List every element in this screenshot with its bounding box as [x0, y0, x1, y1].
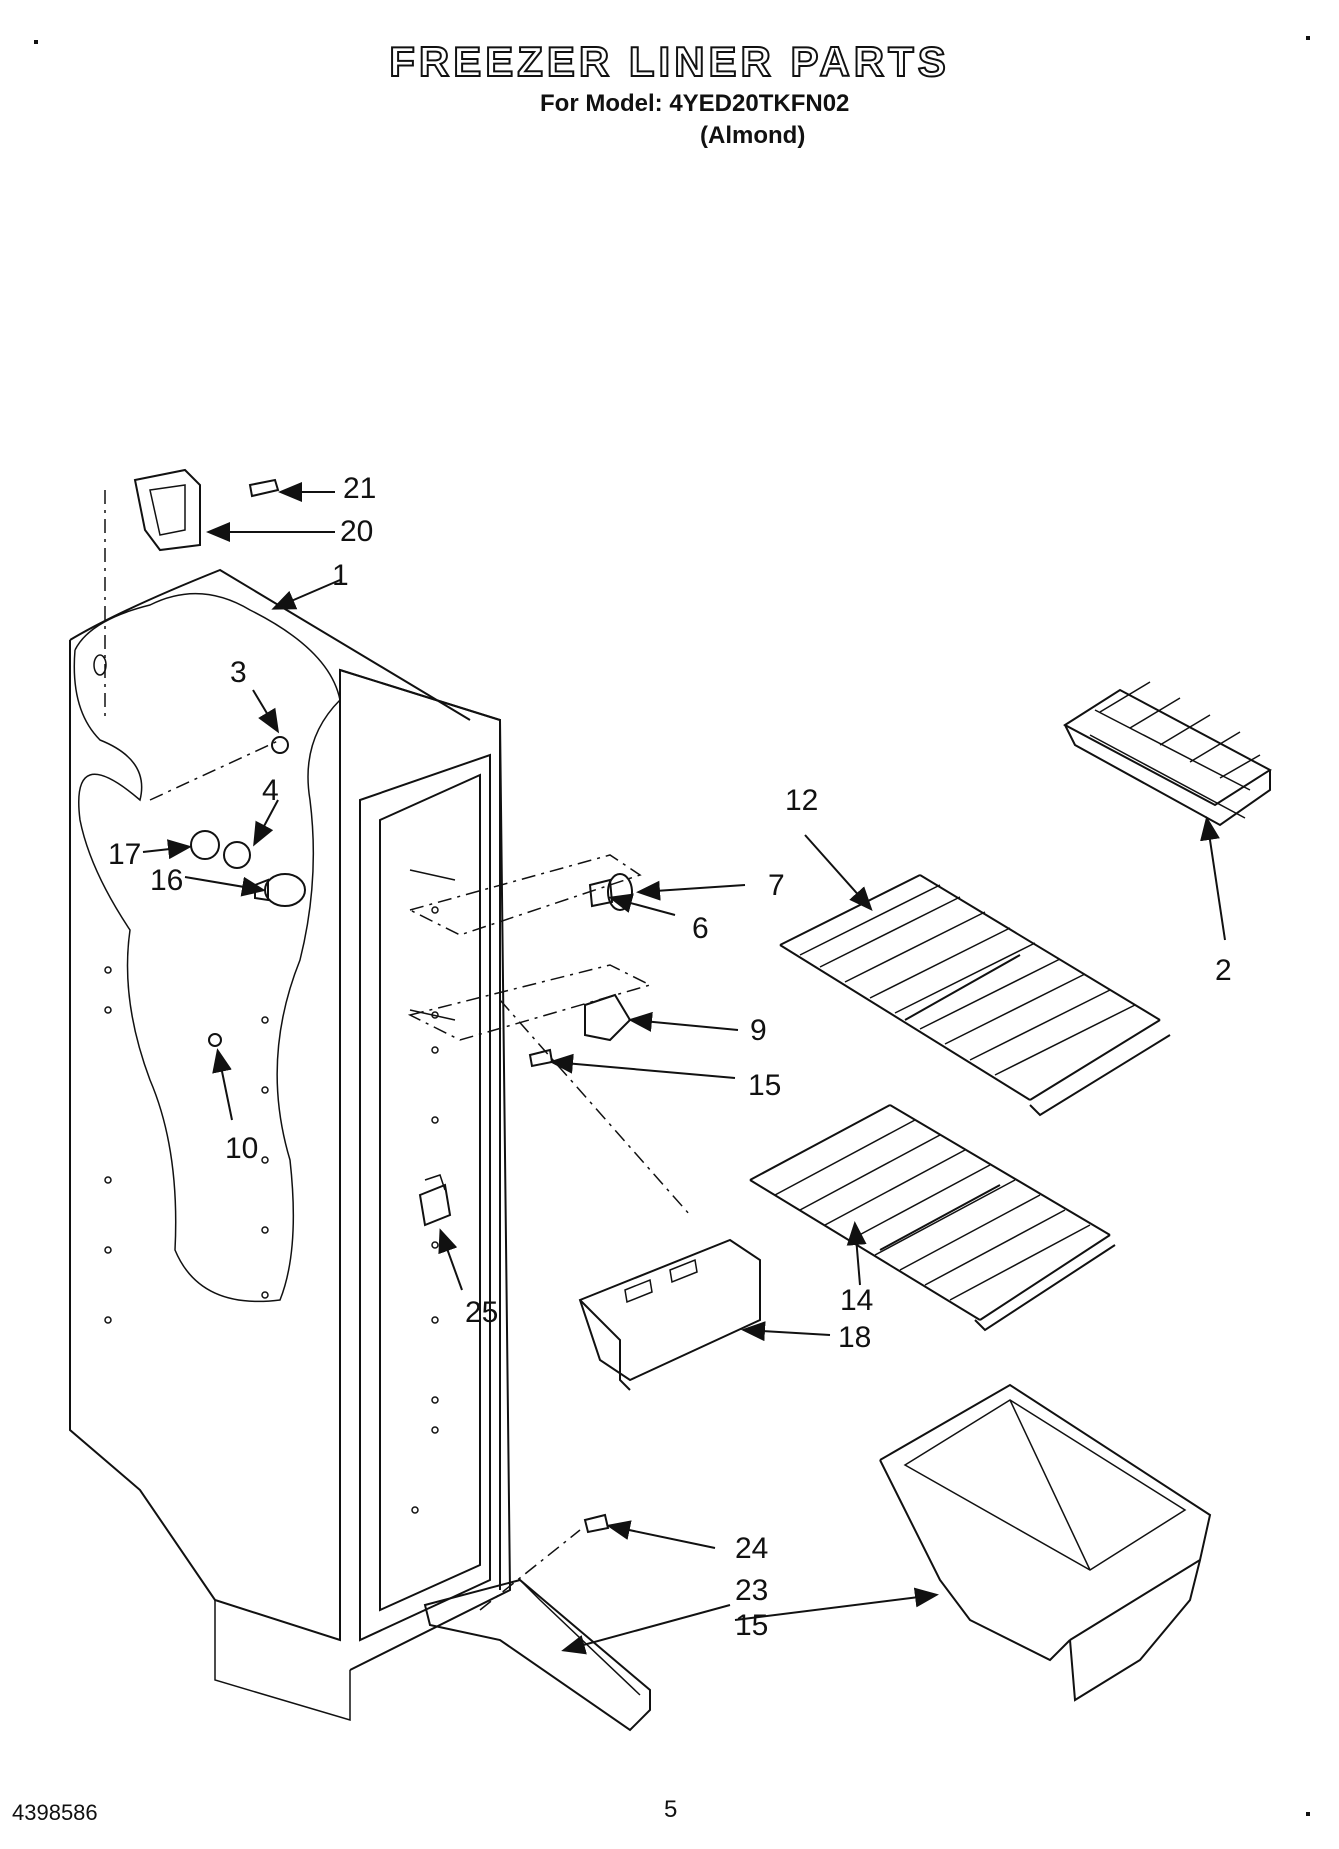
model-line: For Model: 4YED20TKFN02	[540, 90, 850, 117]
callout-15-upper: 15	[748, 1069, 781, 1102]
corner-mark-bottom-right	[1306, 1812, 1310, 1816]
light-socket-assembly	[190, 736, 306, 1047]
callout-23: 23	[735, 1574, 768, 1607]
callout-1: 1	[332, 559, 349, 592]
callout-4: 4	[262, 774, 279, 807]
callout-20: 20	[340, 515, 373, 548]
callout-21: 21	[343, 472, 376, 505]
callout-12: 12	[785, 784, 818, 817]
shelf-bracket	[578, 1238, 761, 1391]
callout-17: 17	[108, 838, 141, 871]
callout-18: 18	[838, 1321, 871, 1354]
callout-2: 2	[1215, 954, 1232, 987]
ice-storage-bin	[879, 1383, 1212, 1702]
callout-7: 7	[768, 869, 785, 902]
color-variant: (Almond)	[700, 122, 806, 149]
bottom-cover	[423, 1513, 651, 1732]
thermostat-bracket	[133, 468, 280, 552]
callout-labels: 21 20 1 3 4 17 16 10 25 7 6 9 15 12 2 14…	[108, 472, 1232, 1642]
shelf-supports	[407, 854, 653, 1068]
callout-14: 14	[840, 1284, 873, 1317]
freezer-liner	[69, 490, 691, 1722]
callout-15-lower: 15	[735, 1609, 768, 1642]
page-title: FREEZER LINER PARTS	[388, 37, 950, 86]
callout-6: 6	[692, 912, 709, 945]
callout-10: 10	[225, 1132, 258, 1165]
document-number: 4398586	[12, 1800, 98, 1825]
callout-3: 3	[230, 656, 247, 689]
callout-16: 16	[150, 864, 183, 897]
callout-9: 9	[750, 1014, 767, 1047]
page-number: 5	[664, 1796, 678, 1823]
upper-wire-shelf	[779, 874, 1171, 1117]
corner-mark-top-right	[1306, 36, 1310, 40]
lower-wire-shelf	[749, 1104, 1116, 1332]
callout-25: 25	[465, 1296, 498, 1329]
ice-cube-tray	[1063, 681, 1272, 827]
damper-control	[418, 1174, 452, 1227]
corner-mark-top-left	[34, 40, 38, 44]
callout-leaders	[142, 482, 1226, 1655]
callout-24: 24	[735, 1532, 768, 1565]
